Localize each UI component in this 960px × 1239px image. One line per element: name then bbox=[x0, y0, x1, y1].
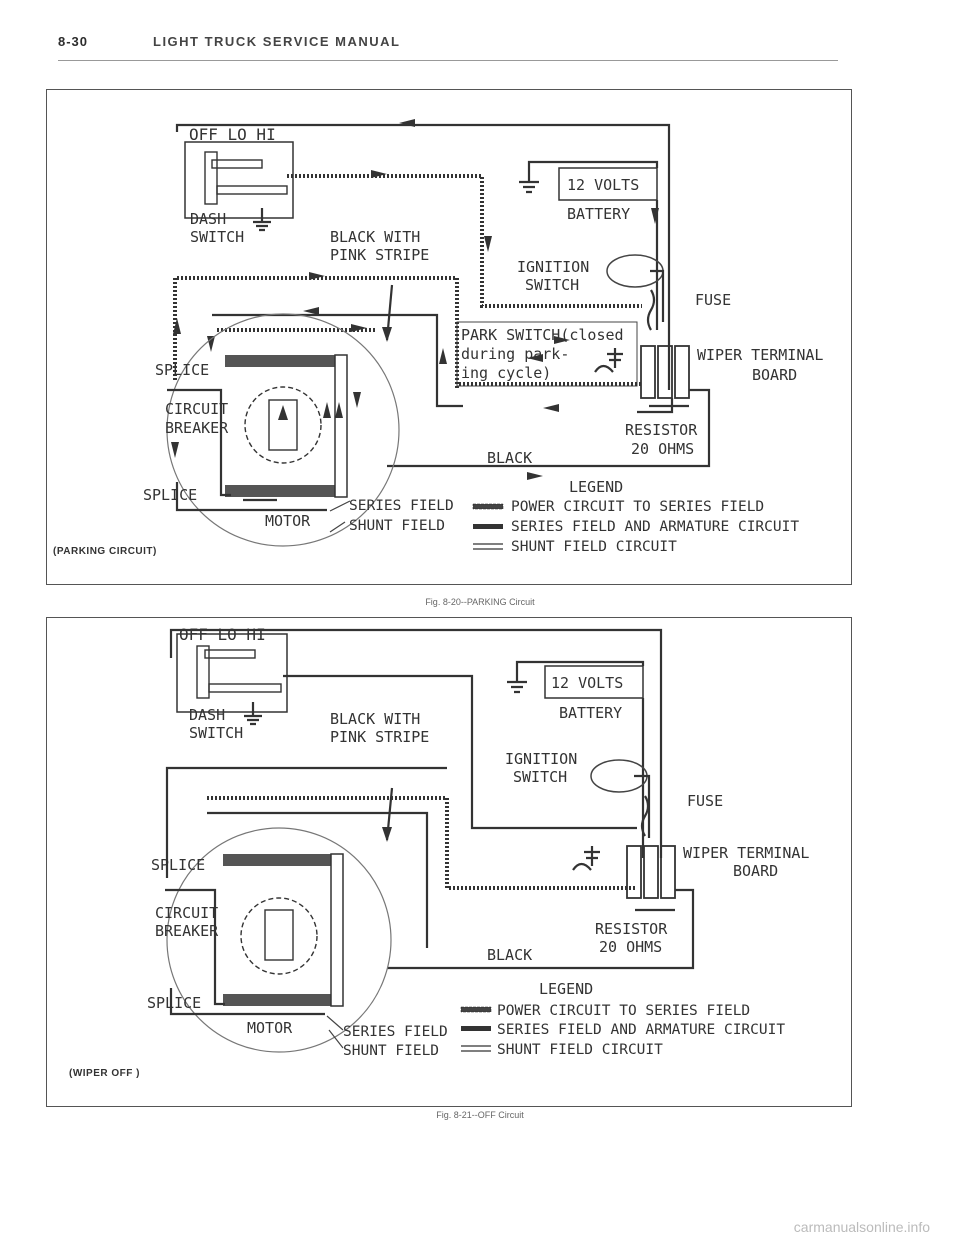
motor-label: MOTOR bbox=[247, 1019, 293, 1037]
series-field-coil bbox=[225, 355, 335, 367]
flow-arrow bbox=[173, 318, 181, 334]
legend-item-2: SERIES FIELD AND ARMATURE CIRCUIT bbox=[497, 1022, 785, 1038]
fuse-label: FUSE bbox=[687, 792, 723, 810]
park-switch-label-2: during park- bbox=[461, 345, 569, 363]
wiper-terminal-board-label-2: BOARD bbox=[752, 366, 797, 384]
splice-bottom-label: SPLICE bbox=[143, 486, 197, 504]
shunt-field-label: SHUNT FIELD bbox=[349, 518, 445, 534]
legend-item-1: POWER CIRCUIT TO SERIES FIELD bbox=[511, 499, 764, 515]
park-switch-label-1: PARK SWITCH(closed bbox=[461, 326, 624, 344]
wiper-terminal-board-label-1: WIPER TERMINAL bbox=[697, 346, 823, 364]
series-field-label: SERIES FIELD bbox=[349, 498, 454, 514]
flow-arrow bbox=[543, 404, 559, 412]
flow-arrow bbox=[351, 324, 367, 332]
wire-color-label-2: PINK STRIPE bbox=[330, 728, 429, 746]
wiper-off-figure: OFF LO HI DASH SWITCH BLACK WITH PINK ST… bbox=[46, 617, 852, 1107]
ignition-switch-label-2: SWITCH bbox=[525, 276, 579, 294]
ignition-switch-label-1: IGNITION bbox=[517, 258, 589, 276]
flow-arrow bbox=[371, 170, 387, 178]
shunt-field-label: SHUNT FIELD bbox=[343, 1043, 439, 1059]
dash-switch-label-2: SWITCH bbox=[190, 228, 244, 246]
flow-arrow bbox=[399, 119, 415, 127]
flow-arrow bbox=[554, 336, 570, 344]
legend-item-3: SHUNT FIELD CIRCUIT bbox=[497, 1042, 663, 1058]
switch-positions-label: OFF LO HI bbox=[179, 625, 266, 644]
splice-top-label: SPLICE bbox=[155, 361, 209, 379]
circuit-breaker-label-1: CIRCUIT bbox=[165, 400, 228, 418]
dash-switch-box bbox=[184, 141, 294, 219]
parking-circuit-figure: OFF LO HI DASH SWITCH BLACK WITH PINK ST… bbox=[46, 89, 852, 585]
flow-arrow bbox=[484, 236, 492, 252]
series-field-label: SERIES FIELD bbox=[343, 1024, 448, 1040]
dash-switch-box bbox=[176, 633, 288, 713]
ignition-switch-label-1: IGNITION bbox=[505, 750, 577, 768]
battery-box bbox=[544, 665, 644, 699]
resistor-label-2: 20 OHMS bbox=[599, 938, 662, 956]
figure-caption-1: Fig. 8-20--PARKING Circuit bbox=[425, 597, 535, 607]
flow-arrow bbox=[527, 472, 543, 480]
legend-title: LEGEND bbox=[569, 478, 623, 496]
wiper-terminal-board-label-2: BOARD bbox=[733, 862, 778, 880]
wire-color-label-1: BLACK WITH bbox=[330, 710, 420, 728]
circuit-breaker-label-2: BREAKER bbox=[155, 922, 219, 940]
mode-label: (WIPER OFF ) bbox=[69, 1068, 140, 1079]
parking-circuit-diagram: OFF LO HI DASH SWITCH BLACK WITH PINK ST… bbox=[53, 119, 823, 557]
top-return-wire bbox=[169, 628, 663, 858]
black-wire-label: BLACK bbox=[487, 946, 532, 964]
mode-label: (PARKING CIRCUIT) bbox=[53, 546, 157, 557]
legend-item-2: SERIES FIELD AND ARMATURE CIRCUIT bbox=[511, 519, 799, 535]
flow-arrow bbox=[309, 272, 325, 280]
battery-label: BATTERY bbox=[559, 704, 622, 722]
circuit-breaker-label-2: BREAKER bbox=[165, 419, 229, 437]
header-rule bbox=[58, 60, 838, 61]
flow-arrow bbox=[651, 208, 659, 224]
dash-switch-label-2: SWITCH bbox=[189, 724, 243, 742]
splice-bottom-label: SPLICE bbox=[147, 994, 201, 1012]
motor-housing bbox=[166, 313, 400, 547]
legend-item-1: POWER CIRCUIT TO SERIES FIELD bbox=[497, 1003, 750, 1019]
flow-arrow bbox=[439, 348, 447, 364]
dash-switch-label-1: DASH bbox=[189, 706, 225, 724]
series-field-coil bbox=[223, 854, 331, 866]
shunt-field-coil bbox=[225, 485, 335, 497]
resistor-label-1: RESISTOR bbox=[625, 421, 698, 439]
manual-title: LIGHT TRUCK SERVICE MANUAL bbox=[153, 34, 401, 49]
fuse-label: FUSE bbox=[695, 291, 731, 309]
splice-top-label: SPLICE bbox=[151, 856, 205, 874]
watermark: carmanualsonline.info bbox=[793, 1219, 930, 1235]
flow-arrow bbox=[303, 307, 319, 315]
ignition-switch-label-2: SWITCH bbox=[513, 768, 567, 786]
switch-positions-label: OFF LO HI bbox=[189, 125, 276, 144]
park-switch-label-3: ing cycle) bbox=[461, 364, 551, 382]
dash-switch-label-1: DASH bbox=[190, 210, 226, 228]
top-return-wire bbox=[175, 123, 671, 390]
armature bbox=[240, 897, 318, 975]
resistor-label-2: 20 OHMS bbox=[631, 440, 694, 458]
page-header: 8-30 LIGHT TRUCK SERVICE MANUAL bbox=[58, 34, 838, 54]
motor-label: MOTOR bbox=[265, 512, 311, 530]
wiper-off-diagram: OFF LO HI DASH SWITCH BLACK WITH PINK ST… bbox=[69, 625, 809, 1079]
black-wire-label: BLACK bbox=[487, 449, 532, 467]
legend-title: LEGEND bbox=[539, 980, 593, 998]
circuit-breaker-label-1: CIRCUIT bbox=[155, 904, 218, 922]
figure-caption-2: Fig. 8-21--OFF Circuit bbox=[436, 1110, 524, 1120]
wire-color-label-2: PINK STRIPE bbox=[330, 246, 429, 264]
battery-label: BATTERY bbox=[567, 205, 630, 223]
leader-lines bbox=[329, 500, 351, 533]
battery-box bbox=[558, 167, 658, 201]
page-number: 8-30 bbox=[58, 34, 89, 49]
battery-voltage-label: 12 VOLTS bbox=[551, 674, 623, 692]
motor-housing bbox=[166, 827, 392, 1053]
battery-voltage-label: 12 VOLTS bbox=[567, 176, 639, 194]
shunt-field-coil bbox=[223, 994, 331, 1006]
leader-lines bbox=[326, 1015, 344, 1049]
armature bbox=[244, 386, 322, 464]
resistor-label-1: RESISTOR bbox=[595, 920, 668, 938]
legend-item-3: SHUNT FIELD CIRCUIT bbox=[511, 539, 677, 555]
flow-arrow bbox=[527, 354, 543, 362]
wiper-terminal-board-label-1: WIPER TERMINAL bbox=[683, 844, 809, 862]
wire-color-label-1: BLACK WITH bbox=[330, 228, 420, 246]
